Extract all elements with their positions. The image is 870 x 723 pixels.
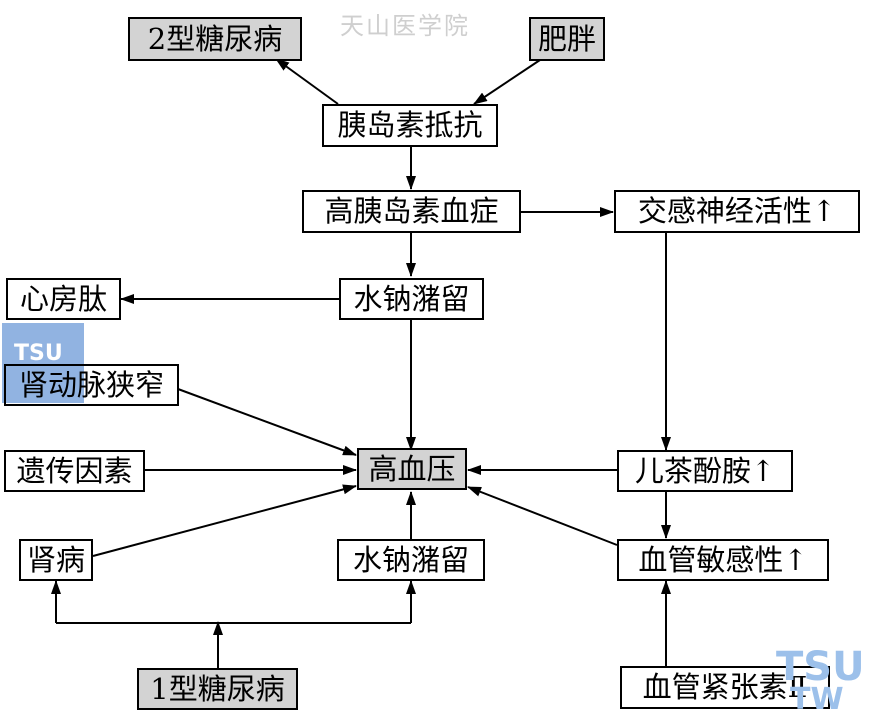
node-insulin-resistance: 胰岛素抵抗 [322, 104, 498, 147]
watermark-text: 天山医学院 [340, 12, 470, 40]
node-t2dm: 2型糖尿病 [128, 17, 302, 61]
node-hypertension: 高血压 [357, 448, 467, 490]
node-genetic: 遗传因素 [4, 450, 145, 492]
edge-kidney-to-hypertension [92, 484, 357, 557]
node-retention-top: 水钠潴留 [339, 278, 484, 320]
edge-ir-to-t2dm [275, 58, 339, 105]
node-angiotensin: 血管紧张素Ⅱ [620, 666, 830, 709]
edge-stenosis-to-hypertension [177, 388, 357, 456]
node-renal-stenosis: 肾动脉狭窄 [4, 364, 179, 406]
edge-vascular-to-hypertension [467, 486, 618, 546]
tsu-logo-right: TSU TW [776, 644, 865, 717]
node-obesity: 肥胖 [529, 17, 605, 61]
edge-obesity-to-ir [473, 59, 541, 105]
tsu-logo-left-text: TSU [14, 341, 63, 366]
tsu-logo-right-bottom: TW [790, 682, 844, 717]
node-kidney-disease: 肾病 [19, 539, 93, 581]
node-catecholamine: 儿茶酚胺↑ [617, 450, 793, 492]
tsu-logo-left: TSU [2, 323, 84, 403]
tsu-logo-right-top: TSU [776, 644, 865, 690]
node-retention-bottom: 水钠潴留 [337, 539, 485, 581]
node-hyperinsulinemia: 高胰岛素血症 [302, 190, 521, 233]
node-vascular-sensitivity: 血管敏感性↑ [617, 539, 829, 581]
node-anp: 心房肽 [6, 278, 121, 320]
node-t1dm: 1型糖尿病 [137, 668, 298, 710]
node-sympathetic: 交感神经活性↑ [614, 190, 860, 233]
